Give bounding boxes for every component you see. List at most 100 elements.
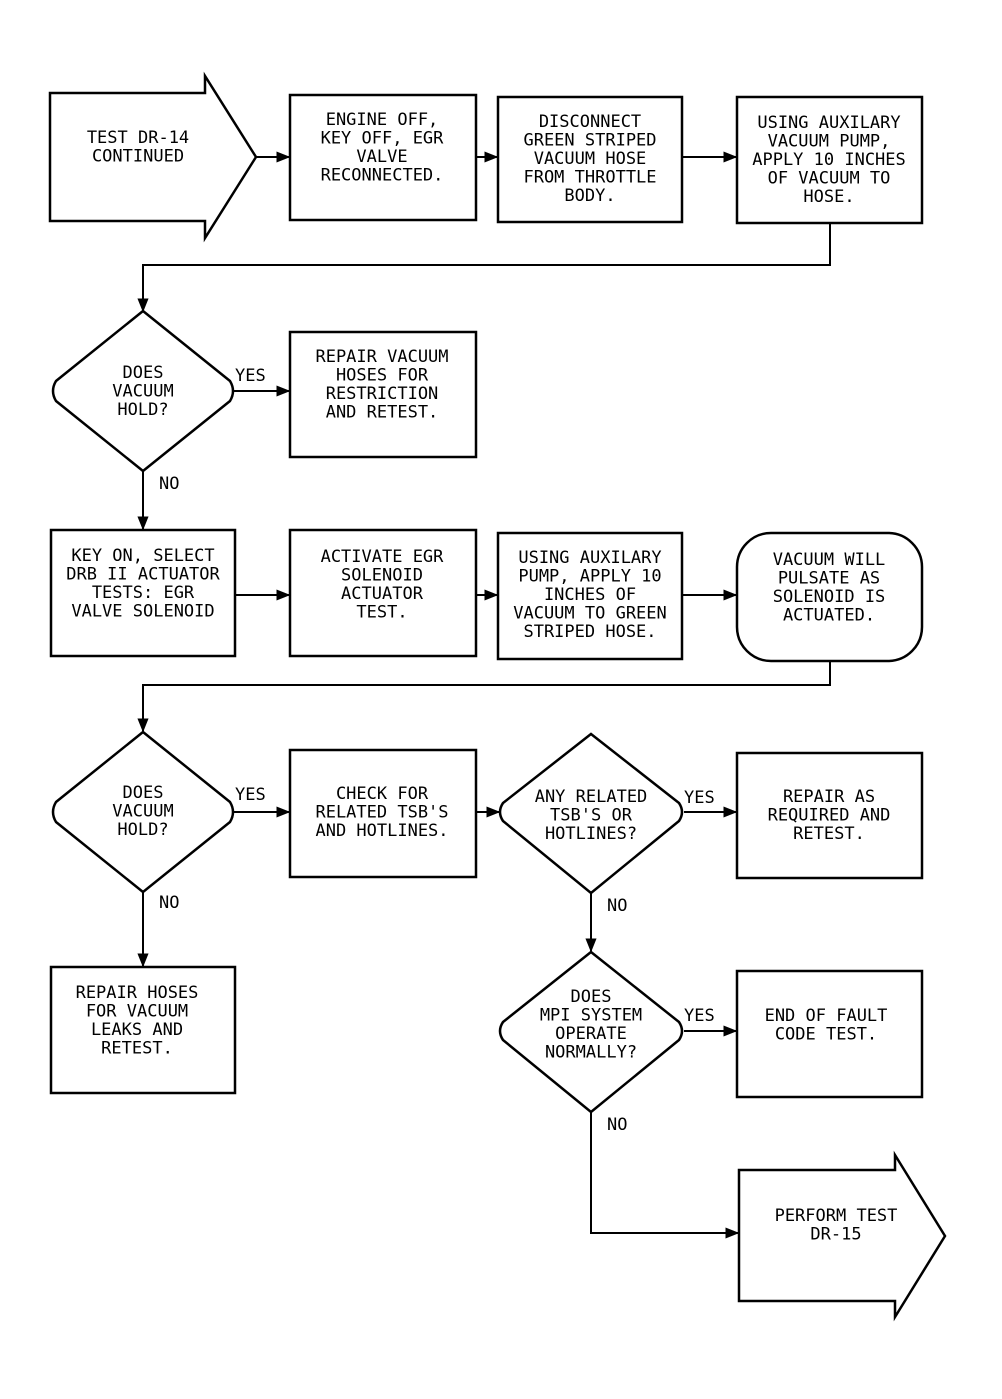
node-text-line: RESTRICTION [326, 384, 439, 404]
perform-dr15-arrow-shape [737, 1150, 947, 1322]
node-text-line: PUMP, APPLY 10 [518, 567, 661, 587]
node-text-line: RELATED TSB'S [315, 803, 448, 823]
node-text-line: MPI SYSTEM [540, 1006, 642, 1026]
arrow-mpi-no [590, 1112, 740, 1239]
node-text-line: BODY. [564, 186, 615, 206]
node-text-line: TESTS: EGR [92, 583, 195, 603]
node-text-line: AND RETEST. [326, 403, 439, 423]
node-text-line: REQUIRED AND [768, 806, 891, 826]
node-text-line: GREEN STRIPED [523, 131, 656, 151]
arrow-pulsate-to-decision-2 [137, 661, 831, 733]
node-text-line: ACTUATED. [783, 606, 875, 626]
node-text-line: CONTINUED [92, 147, 184, 167]
node-text-line: ANY RELATED [535, 787, 648, 807]
node-text-line: SOLENOID [341, 566, 423, 586]
node-text-line: USING AUXILARY [518, 548, 661, 568]
node-text-line: PERFORM TEST [775, 1206, 898, 1226]
node-text-line: VALVE SOLENOID [71, 602, 214, 622]
node-text-line: DOES [123, 783, 164, 803]
node-text-line: RETEST. [101, 1039, 173, 1059]
node-text-line: DRB II ACTUATOR [66, 565, 220, 585]
node-text-line: FROM THROTTLE [523, 168, 656, 188]
node-text-line: VACUUM PUMP, [768, 132, 891, 152]
label-no-1: NO [159, 474, 179, 494]
node-text-line: RETEST. [793, 824, 865, 844]
node-text-line: REPAIR AS [783, 787, 875, 807]
node-text-line: HOSES FOR [336, 366, 429, 386]
node-text-line: RECONNECTED. [321, 166, 444, 186]
node-text-line: VALVE [356, 147, 407, 167]
node-text-line: VACUUM TO GREEN [513, 604, 667, 624]
node-text-line: CHECK FOR [336, 784, 429, 804]
label-no-2: NO [159, 893, 179, 913]
node-text-line: END OF FAULT [765, 1006, 888, 1026]
node-text-line: KEY ON, SELECT [71, 546, 214, 566]
start-arrow-shape [48, 71, 258, 243]
node-text-line: AND HOTLINES. [315, 821, 448, 841]
label-yes-2: YES [235, 785, 266, 805]
node-text-line: NORMALLY? [545, 1043, 637, 1063]
node-text-line: REPAIR HOSES [76, 983, 199, 1003]
node-text-line: TEST DR-14 [87, 128, 189, 148]
node-text-line: OF VACUUM TO [768, 169, 891, 189]
node-text-line: LEAKS AND [91, 1020, 183, 1040]
node-text-line: HOTLINES? [545, 824, 637, 844]
node-text-line: INCHES OF [544, 585, 636, 605]
node-text-line: DOES [571, 987, 612, 1007]
node-text-line: HOLD? [117, 400, 168, 420]
node-text-line: PULSATE AS [778, 569, 880, 589]
node-text-line: ACTIVATE EGR [321, 547, 445, 567]
node-text-line: SOLENOID IS [773, 587, 886, 607]
edge-labels: YES NO YES NO YES NO YES NO [159, 366, 715, 1135]
node-text-line: ENGINE OFF, [326, 110, 439, 130]
node-text-line: ACTUATOR [341, 584, 424, 604]
node-text-line: KEY OFF, EGR [321, 129, 445, 149]
node-text-line: USING AUXILARY [757, 113, 900, 133]
node-text-line: VACUUM WILL [773, 550, 886, 570]
arrow-apply-vacuum-to-decision-1 [137, 223, 831, 313]
node-text-line: DR-15 [810, 1225, 861, 1245]
node-text-line: FOR VACUUM [86, 1002, 188, 1022]
node-text-line: OPERATE [555, 1024, 627, 1044]
node-text-line: CODE TEST. [775, 1025, 877, 1045]
node-text-line: HOLD? [117, 820, 168, 840]
node-text-line: TSB'S OR [550, 806, 633, 826]
label-no-3: NO [607, 896, 627, 916]
node-text-line: VACUUM [112, 382, 173, 402]
node-text-line: APPLY 10 INCHES [752, 150, 906, 170]
node-text-line: VACUUM HOSE [534, 149, 647, 169]
